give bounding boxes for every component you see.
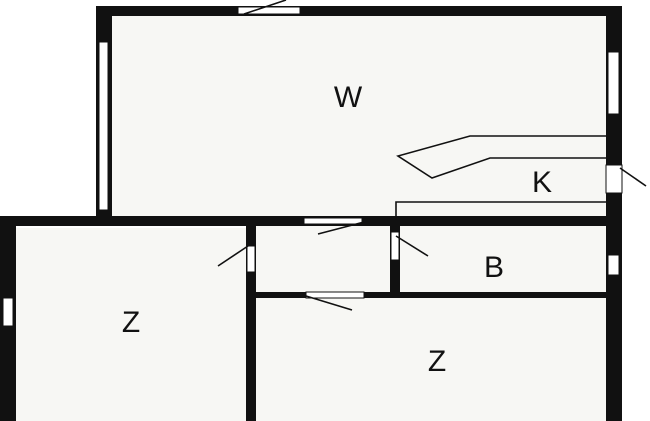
floor-living [112, 14, 606, 220]
room-label-living: W [334, 81, 363, 114]
door-swing-bath [395, 235, 429, 257]
window-top [237, 6, 301, 15]
room-label-bath: B [484, 251, 504, 284]
door-bedroom-left [246, 245, 256, 273]
kitchen-partition [395, 201, 606, 220]
door-swing-bedroom-right [305, 295, 353, 311]
wall-lower-horizontal [256, 292, 606, 298]
window-living-right [607, 51, 620, 115]
door-swing-bedroom-left [217, 245, 249, 267]
openings [2, 6, 623, 327]
room-label-bedroom-right: Z [428, 345, 446, 378]
door-swing-hall [317, 221, 365, 235]
door-hall-top [303, 217, 363, 225]
door-bath [390, 231, 400, 261]
wall-top [96, 6, 614, 16]
window-left-bedroom [2, 297, 14, 327]
door-kitchen-exterior [605, 164, 623, 194]
door-swing-exterior [619, 167, 647, 187]
door-bedroom-right [305, 291, 365, 299]
wall-bedroom-divider [246, 226, 256, 421]
floor-hall [256, 226, 390, 292]
window-living-left [98, 41, 109, 211]
room-labels: W K B Z Z [122, 81, 552, 378]
floor-bedroom-left [16, 228, 246, 421]
door-swing-top [243, 0, 287, 15]
floor-bath [400, 226, 606, 292]
door-swings [217, 0, 647, 311]
kitchen-counter [396, 135, 606, 179]
floor-bedroom-right [256, 298, 606, 421]
room-label-bedroom-left: Z [122, 306, 140, 339]
window-bath-right [607, 254, 620, 276]
room-label-kitchen: K [532, 166, 552, 199]
floor-areas [16, 14, 606, 421]
kitchen-fixtures [395, 135, 606, 220]
wall-hall-bath [390, 226, 400, 296]
